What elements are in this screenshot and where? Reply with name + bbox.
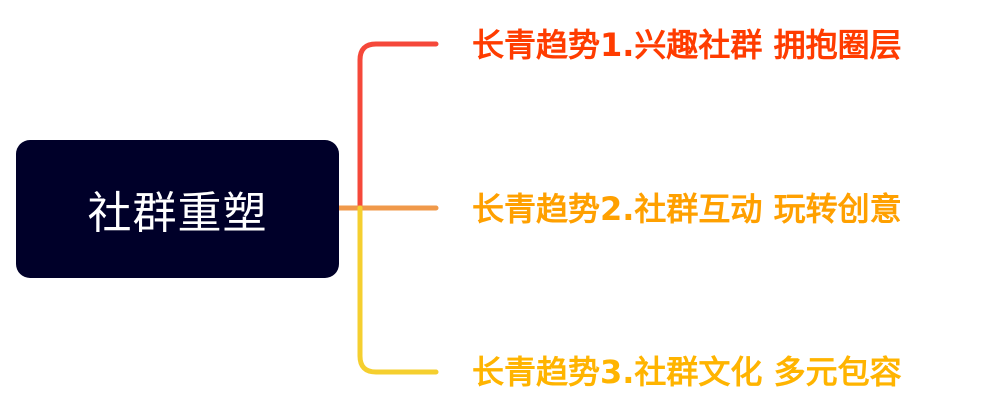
branch-node-3: 长青趋势3.社群文化 多元包容 bbox=[472, 353, 902, 391]
root-node: 社群重塑 bbox=[16, 140, 339, 278]
connector-branch-3 bbox=[357, 205, 439, 375]
branch-node-1: 长青趋势1.兴趣社群 拥抱圈层 bbox=[472, 26, 902, 64]
root-node-label: 社群重塑 bbox=[87, 188, 268, 239]
connector-branch-1 bbox=[357, 41, 439, 212]
branch-node-2: 长青趋势2.社群互动 玩转创意 bbox=[472, 190, 902, 228]
